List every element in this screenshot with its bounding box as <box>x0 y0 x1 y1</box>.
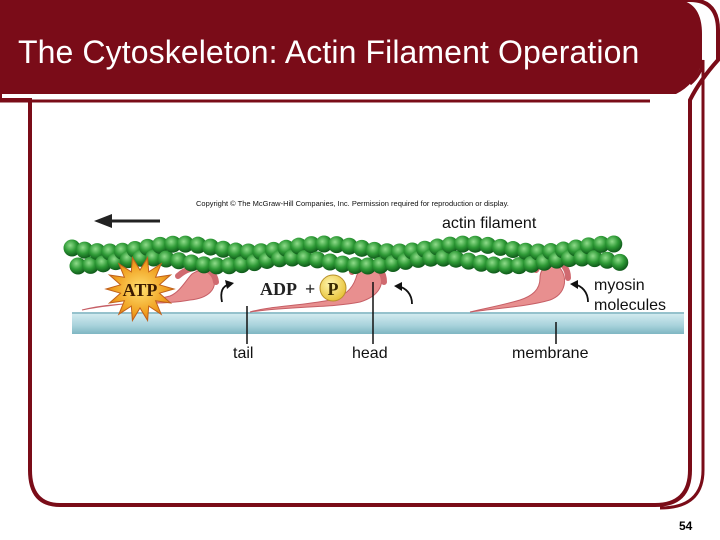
membrane <box>72 312 684 334</box>
actin-bead <box>454 235 472 253</box>
copyright-text: Copyright © The McGraw-Hill Companies, I… <box>196 199 509 208</box>
actin-bead <box>466 235 484 253</box>
actin-bead <box>220 257 238 275</box>
actin-bead <box>491 238 509 256</box>
adp-label: ADP <box>260 279 297 299</box>
actin-bead <box>157 250 175 268</box>
actin-bead <box>321 253 339 271</box>
actin-bead <box>214 240 232 258</box>
actin-bead <box>353 239 371 257</box>
actin-bead <box>208 257 226 275</box>
actin-bead <box>340 237 358 255</box>
slide-title: The Cytoskeleton: Actin Filament Operati… <box>18 34 640 70</box>
actin-bead <box>233 256 251 274</box>
actin-bead <box>485 256 503 274</box>
myosin-label-line1: myosin <box>594 277 645 294</box>
actin-bead <box>359 257 377 275</box>
actin-bead <box>63 239 81 257</box>
actin-bead <box>479 236 497 254</box>
actin-bead <box>586 250 604 268</box>
atp-burst: ATP <box>104 255 176 323</box>
actin-bead <box>202 238 220 256</box>
actin-bead <box>296 249 314 267</box>
tail-label: tail <box>233 345 253 362</box>
head-label: head <box>352 345 388 362</box>
actin-bead <box>315 235 333 253</box>
actin-bead <box>517 242 535 260</box>
actin-bead <box>227 242 245 260</box>
actin-bead <box>441 236 459 254</box>
actin-bead <box>371 256 389 274</box>
actin-bead <box>76 241 94 259</box>
actin-bead <box>611 253 629 271</box>
actin-bead <box>365 241 383 259</box>
actin-bead <box>434 249 452 267</box>
actin-bead <box>447 250 465 268</box>
leader-lines <box>246 282 557 344</box>
myosin-label-line2: molecules <box>594 297 666 314</box>
actin-bead <box>497 257 515 275</box>
actin-bead <box>605 235 623 253</box>
membrane-label: membrane <box>512 345 589 362</box>
phosphate-ball: P <box>319 274 347 302</box>
actin-bead <box>510 257 528 275</box>
actin-bead <box>176 235 194 253</box>
actin-bead <box>145 249 163 267</box>
page-number: 54 <box>679 519 693 533</box>
actin-bead <box>592 235 610 253</box>
actin-bead <box>308 251 326 269</box>
atp-label: ATP <box>123 280 158 300</box>
actin-bead <box>151 236 169 254</box>
actin-filament-label: actin filament <box>442 215 537 232</box>
plus-sign: + <box>305 279 315 299</box>
actin-bead <box>195 256 213 274</box>
actin-bead <box>334 255 352 273</box>
actin-bead <box>69 257 87 275</box>
actin-bead <box>82 256 100 274</box>
actin-bead <box>472 254 490 272</box>
actin-bead <box>164 235 182 253</box>
actin-filament <box>63 235 629 275</box>
power-stroke-arrows <box>220 280 589 305</box>
actin-bead <box>598 251 616 269</box>
actin-bead <box>302 236 320 254</box>
actin-bead <box>346 257 364 275</box>
phosphate-label: P <box>328 279 339 299</box>
actin-bead <box>580 237 598 255</box>
movement-arrow <box>94 214 160 228</box>
actin-bead <box>182 254 200 272</box>
actin-bead <box>460 252 478 270</box>
actin-bead <box>170 252 188 270</box>
actin-bead <box>328 236 346 254</box>
actin-bead <box>189 236 207 254</box>
actin-bead <box>504 241 522 259</box>
